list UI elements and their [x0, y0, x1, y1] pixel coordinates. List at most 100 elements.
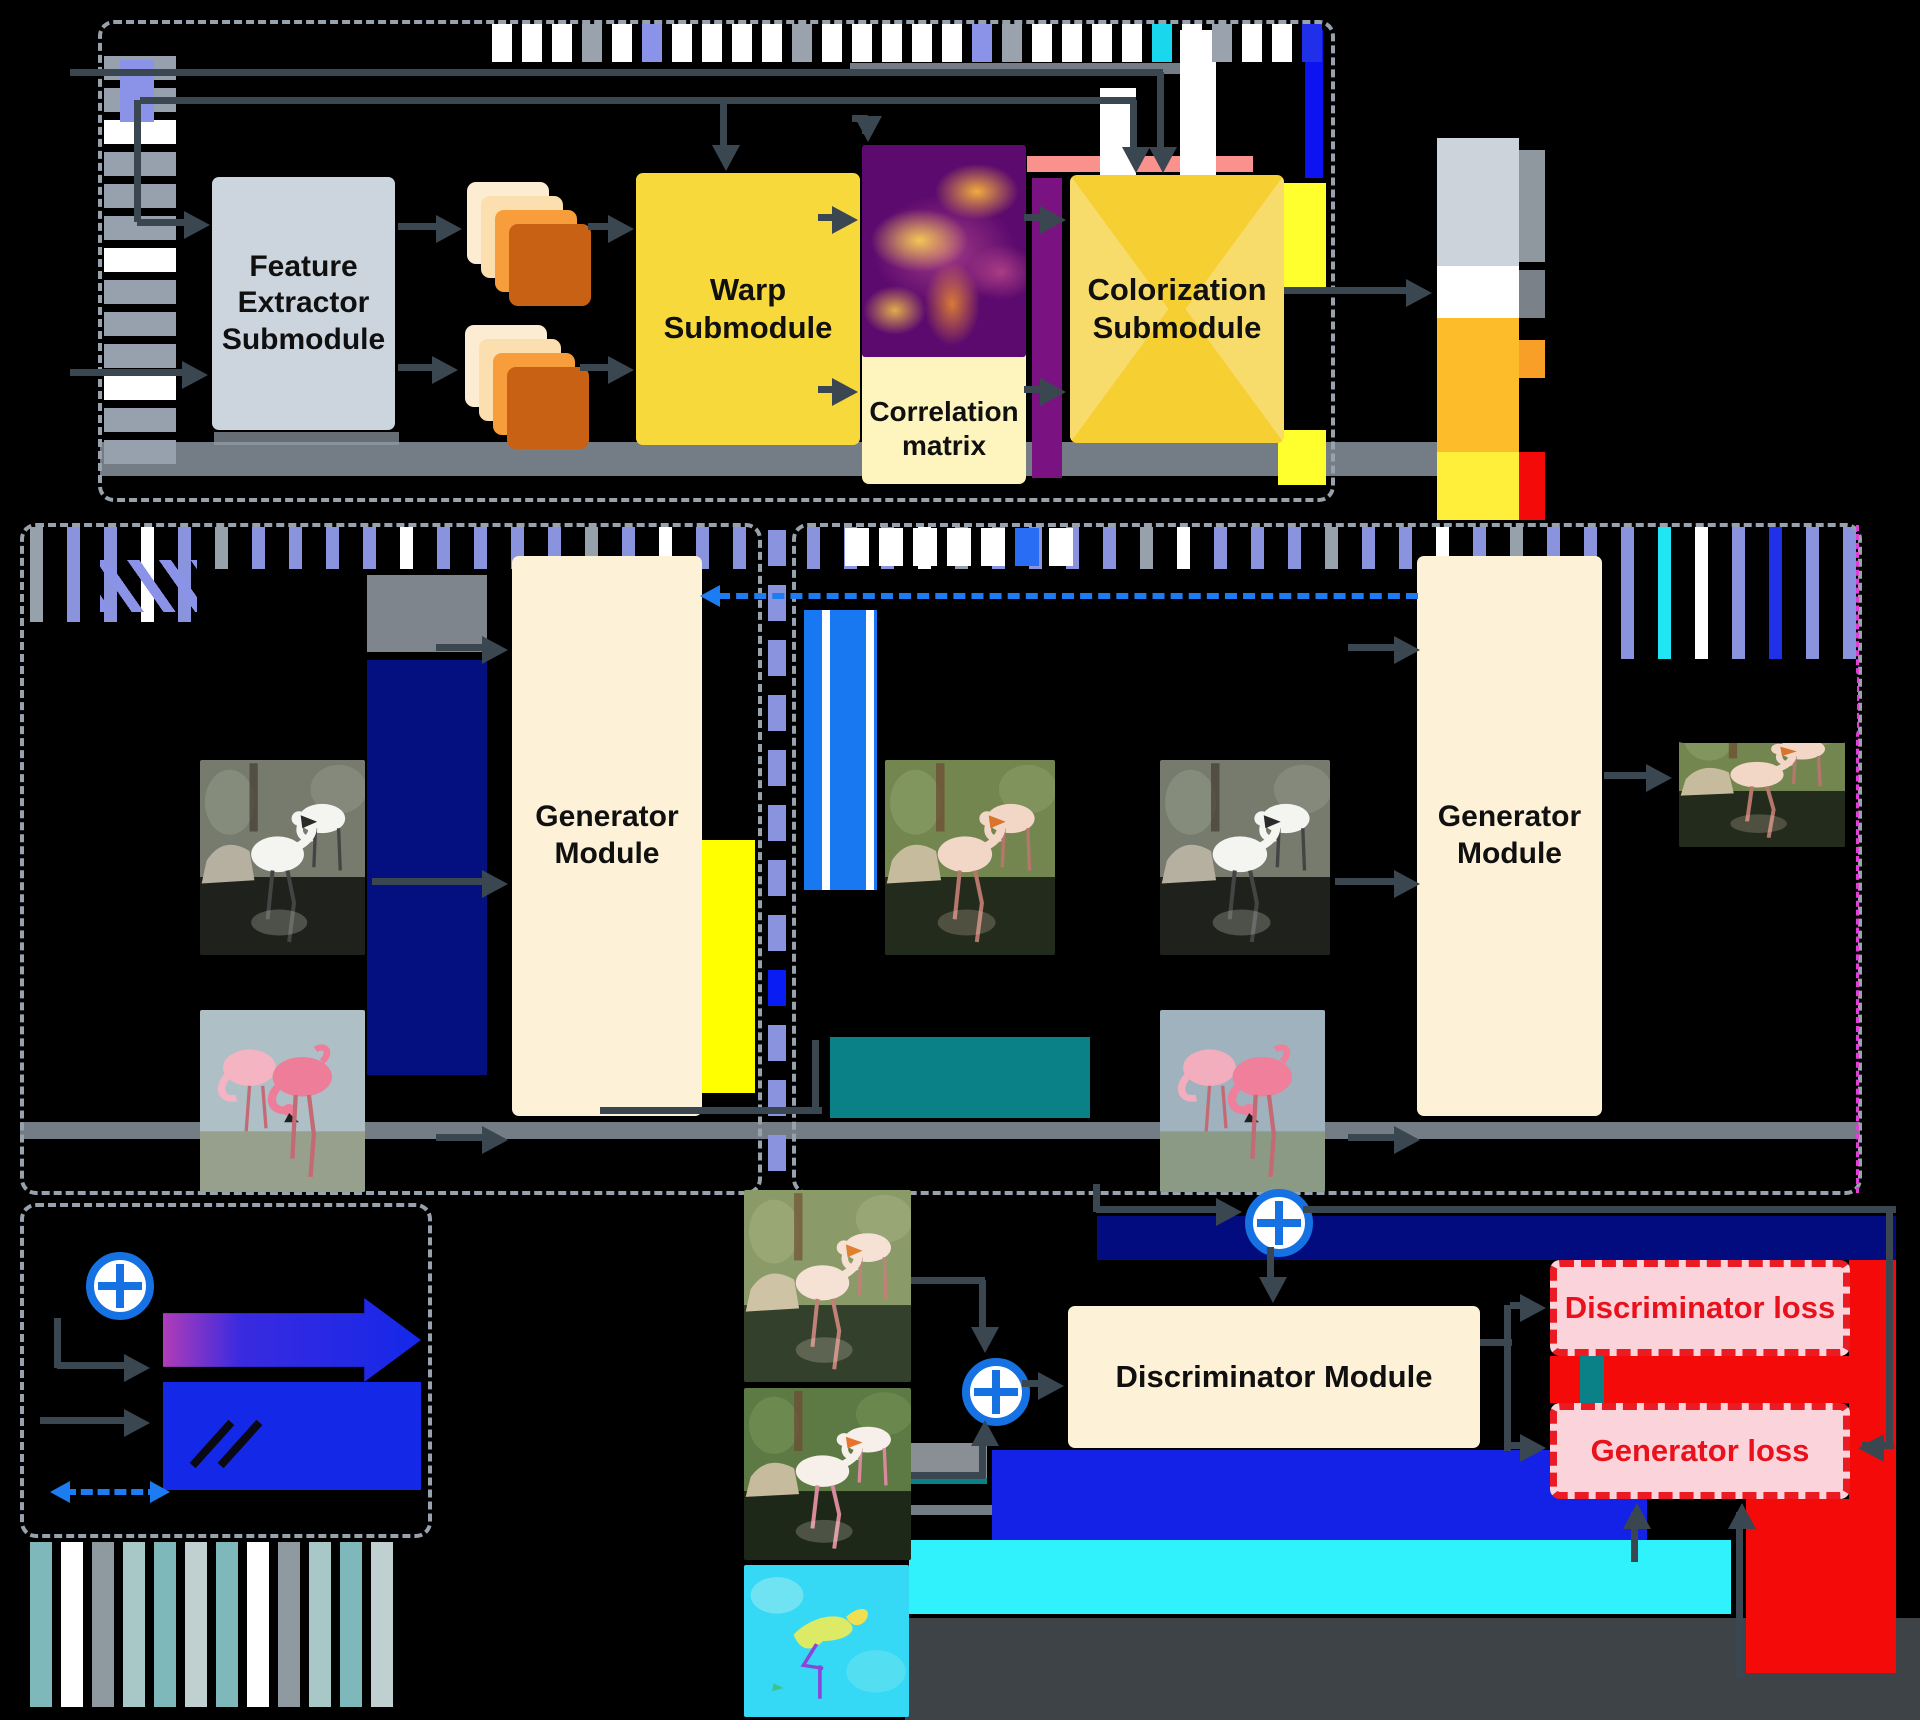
connector-line [134, 100, 141, 222]
artifact-bar [67, 527, 80, 622]
connector-line [1886, 1209, 1893, 1447]
connector-line [1631, 1512, 1638, 1562]
black-label-plate [1670, 663, 1857, 743]
artifact-bar [247, 1542, 269, 1707]
artifact-bar [768, 805, 786, 841]
artifact-bar [1621, 527, 1634, 659]
connector-line [140, 97, 1136, 104]
frame-stack-bar [104, 280, 176, 304]
arrowhead [182, 361, 208, 389]
artifact-bar [768, 750, 786, 786]
connector-line [720, 100, 727, 150]
generator-loss-box: Generator loss [1550, 1403, 1850, 1499]
artifact-bar [768, 585, 786, 621]
artifact-bar [1288, 527, 1301, 569]
artifact-bar [582, 24, 602, 62]
connector-line [1335, 878, 1403, 885]
artifact-bar [947, 528, 971, 566]
arrowhead [1406, 279, 1432, 307]
arrowhead [482, 636, 508, 664]
arrowhead [1520, 1294, 1546, 1322]
color-band [100, 442, 1460, 476]
arrowhead [608, 356, 634, 384]
artifact-bar [185, 1542, 207, 1707]
generator-module-2: Generator Module [1417, 556, 1602, 1116]
colorized-intermediate-photo [885, 760, 1055, 955]
arrowhead [971, 1420, 999, 1446]
arrowhead [482, 1126, 508, 1154]
artifact-bar [807, 527, 820, 569]
artifact-bar [400, 527, 413, 569]
arrowhead [1646, 764, 1672, 792]
color-band [367, 660, 487, 1075]
artifact-bar [552, 24, 572, 62]
connector-line [911, 1277, 985, 1284]
artifact-bar [612, 24, 632, 62]
arrowhead [124, 1409, 150, 1437]
artifact-bar [1032, 24, 1052, 62]
artifact-bar [732, 24, 752, 62]
connector-line [1267, 1247, 1274, 1285]
artifact-bar [1325, 527, 1338, 569]
connector-line [1348, 1134, 1402, 1141]
artifact-bar [326, 527, 339, 569]
artifact-bar [30, 1542, 52, 1707]
generator-1-label: Generator Module [535, 800, 679, 870]
color-band [1580, 1356, 1604, 1403]
artifact-bar [1002, 24, 1022, 62]
artifact-bar [1103, 527, 1116, 569]
connector-line [588, 223, 618, 230]
optical-flow-map [744, 1565, 909, 1717]
blue-dashed-arrow [64, 1489, 160, 1495]
legend-box [20, 1203, 432, 1538]
artifact-bar [768, 530, 786, 566]
artifact-bar [1732, 527, 1745, 659]
arrowhead [482, 870, 508, 898]
artifact-bar [879, 528, 903, 566]
artifact-bar [1769, 527, 1782, 659]
circle-plus-icon [86, 1252, 154, 1320]
artifact-bar [1806, 527, 1819, 659]
artifact-bar [1015, 528, 1039, 566]
discriminator-input-photo-b [744, 1388, 911, 1560]
connector-line [1303, 1206, 1896, 1213]
artifact-bar [768, 860, 786, 896]
connector-line [1096, 1206, 1224, 1213]
correlation-matrix-label: Correlation matrix [869, 395, 1019, 461]
artifact-bar [437, 527, 450, 569]
arrowhead [1394, 1126, 1420, 1154]
connector-line [398, 364, 440, 371]
feature-extractor-module: Feature Extractor Submodule [212, 177, 395, 430]
arrowhead [1040, 206, 1066, 234]
output-side-gray [1519, 150, 1545, 262]
artifact-bar [768, 1025, 786, 1061]
blue-arrowhead [150, 1481, 170, 1503]
artifact-bar [1177, 527, 1190, 569]
warp-label: Warp Submodule [663, 272, 833, 345]
artifact-bar [702, 24, 722, 62]
artifact-bar [1242, 24, 1262, 62]
artifact-bar [492, 24, 512, 62]
artifact-bar [1140, 527, 1153, 569]
artifact-bar [768, 915, 786, 951]
colorization-module: Colorization Submodule [1070, 175, 1284, 443]
training-pass-left-box [20, 523, 762, 1195]
artifact-bar [1092, 24, 1112, 62]
arrowhead [854, 116, 882, 142]
connector-line [1604, 772, 1654, 779]
artifact-bar [215, 527, 228, 569]
artifact-bar [845, 528, 869, 566]
reference-color-photo-1 [200, 1010, 365, 1192]
frame-stack-bar [104, 312, 176, 336]
artifact-bar [768, 970, 786, 1006]
connector-line [979, 1440, 986, 1478]
arrowhead [832, 378, 858, 406]
arrowhead [1520, 1434, 1546, 1462]
color-band [850, 63, 1210, 74]
artifact-bar [762, 24, 782, 62]
connector-line [1130, 100, 1137, 154]
artifact-bar [1062, 24, 1082, 62]
arrowhead [1394, 636, 1420, 664]
blue-dashed-arrow [718, 593, 1418, 599]
connector-line [1093, 1184, 1100, 1212]
